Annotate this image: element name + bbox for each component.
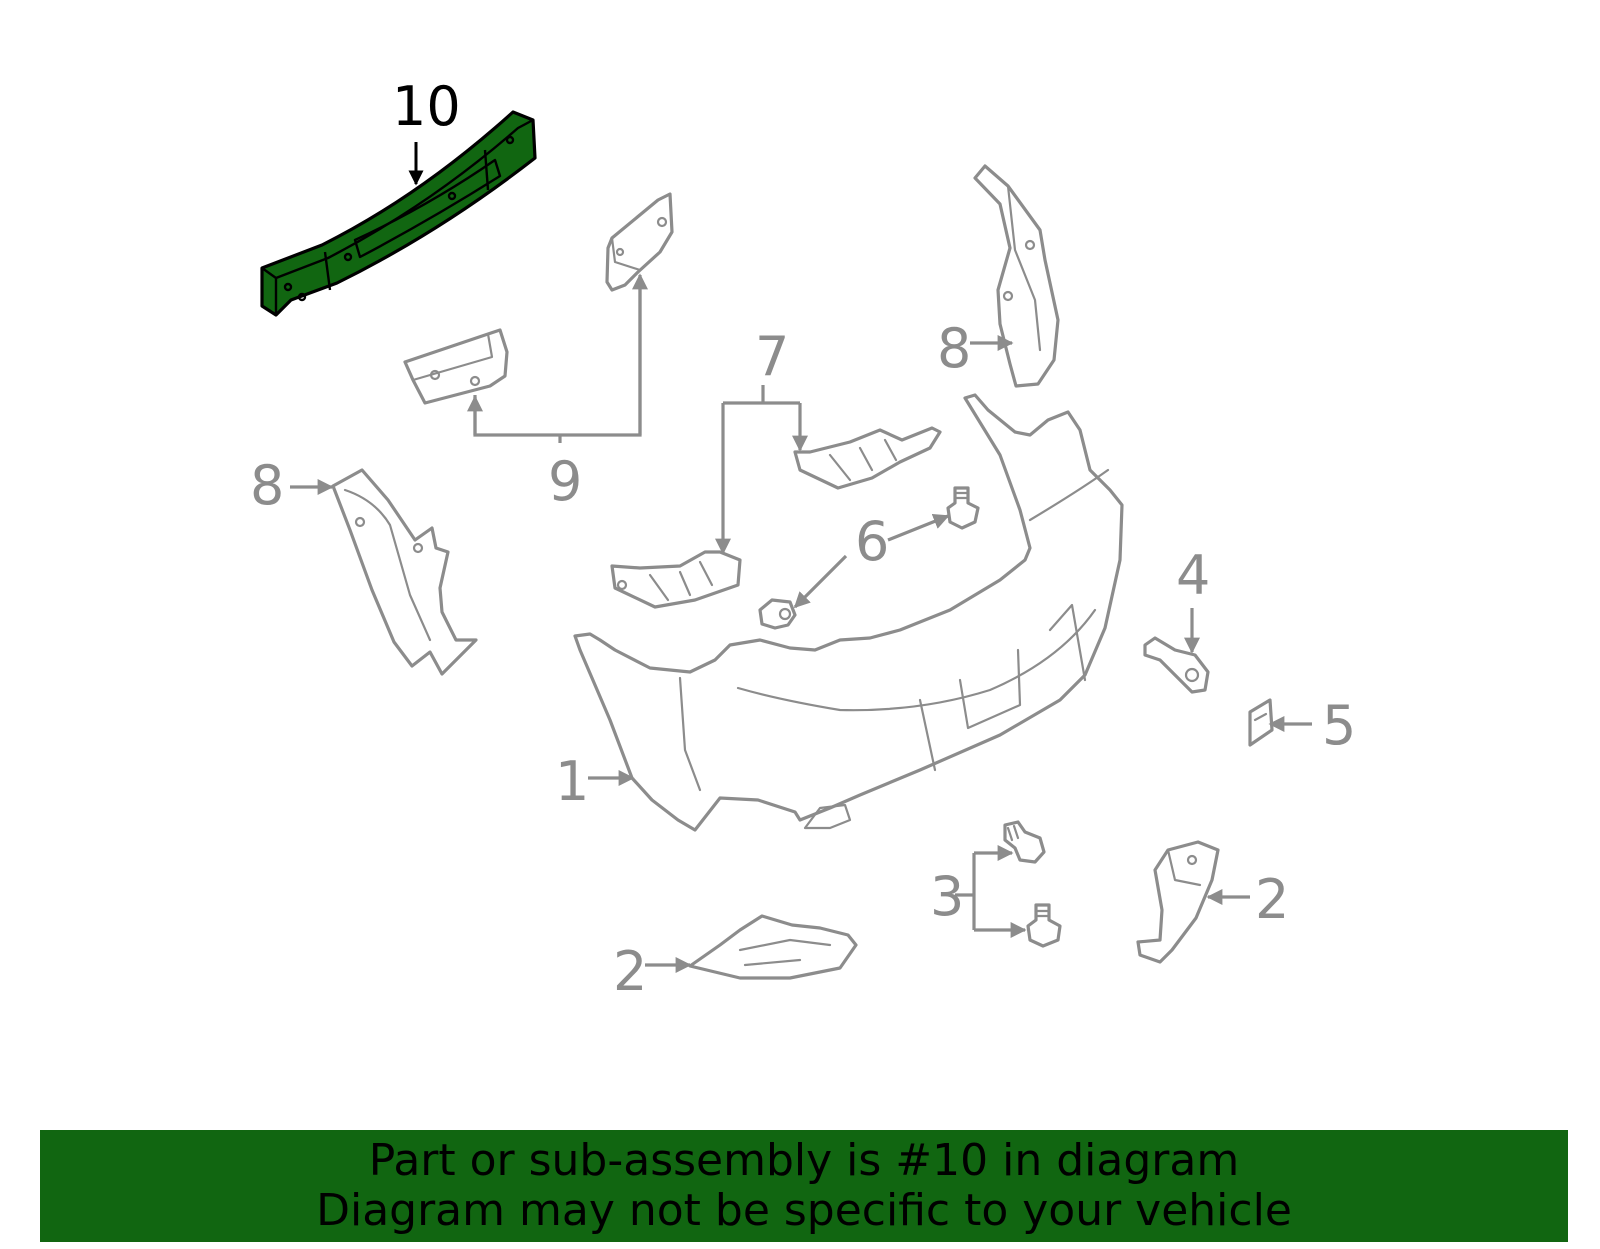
bumper-cover-part-1[interactable] <box>573 393 1124 832</box>
callout-2-left: 2 <box>613 940 692 1003</box>
callout-8-right: 8 <box>937 317 1014 380</box>
info-banner: Part or sub-assembly is #10 in diagram D… <box>40 1130 1568 1242</box>
callout-label-8-right: 8 <box>937 317 971 380</box>
callout-label-2-left: 2 <box>613 940 647 1003</box>
callout-1: 1 <box>555 750 635 813</box>
lower-bracket-part-2-left[interactable] <box>688 914 858 980</box>
banner-line-disclaimer: Diagram may not be specific to your vehi… <box>316 1185 1292 1236</box>
callout-9: 9 <box>467 273 648 513</box>
side-bracket-part-8-right[interactable] <box>973 164 1060 388</box>
callout-4: 4 <box>1176 544 1210 654</box>
callout-8-left: 8 <box>250 454 334 517</box>
clip-part-4[interactable] <box>1143 636 1210 694</box>
callout-label-7: 7 <box>755 325 789 388</box>
callout-label-10: 10 <box>392 75 461 138</box>
bracket-part-9-upper[interactable] <box>605 192 674 292</box>
callout-label-6: 6 <box>855 510 889 573</box>
bolt-part-3-upper[interactable] <box>1003 820 1046 864</box>
reinforcement-beam-part-10[interactable] <box>260 110 537 317</box>
small-bracket-part-5[interactable] <box>1248 698 1274 747</box>
callout-label-4: 4 <box>1176 544 1210 607</box>
callout-label-2-right: 2 <box>1255 868 1289 931</box>
callout-10: 10 <box>392 75 461 186</box>
lower-bracket-part-2-right[interactable] <box>1136 840 1220 964</box>
callout-7: 7 <box>715 325 808 555</box>
parts-diagram: 10 9 8 8 <box>250 75 1356 1003</box>
callout-2-right: 2 <box>1206 868 1289 931</box>
callout-label-9: 9 <box>548 450 582 513</box>
callout-label-1: 1 <box>555 750 589 813</box>
bolt-part-3-lower[interactable] <box>1026 903 1062 948</box>
banner-line-part-number: Part or sub-assembly is #10 in diagram <box>368 1135 1240 1186</box>
fastener-part-6-clip[interactable] <box>758 598 797 630</box>
callout-label-8-left: 8 <box>250 454 284 517</box>
support-bracket-part-7-upper[interactable] <box>793 426 942 490</box>
callout-label-5: 5 <box>1322 694 1356 757</box>
callout-5: 5 <box>1268 694 1356 757</box>
side-bracket-part-8-left[interactable] <box>331 468 478 676</box>
callout-6: 6 <box>793 510 950 609</box>
callout-3: 3 <box>930 845 1027 938</box>
fastener-part-6-bolt[interactable] <box>946 486 980 530</box>
bracket-part-9-lower[interactable] <box>403 328 509 405</box>
support-bracket-part-7-lower[interactable] <box>610 550 742 609</box>
